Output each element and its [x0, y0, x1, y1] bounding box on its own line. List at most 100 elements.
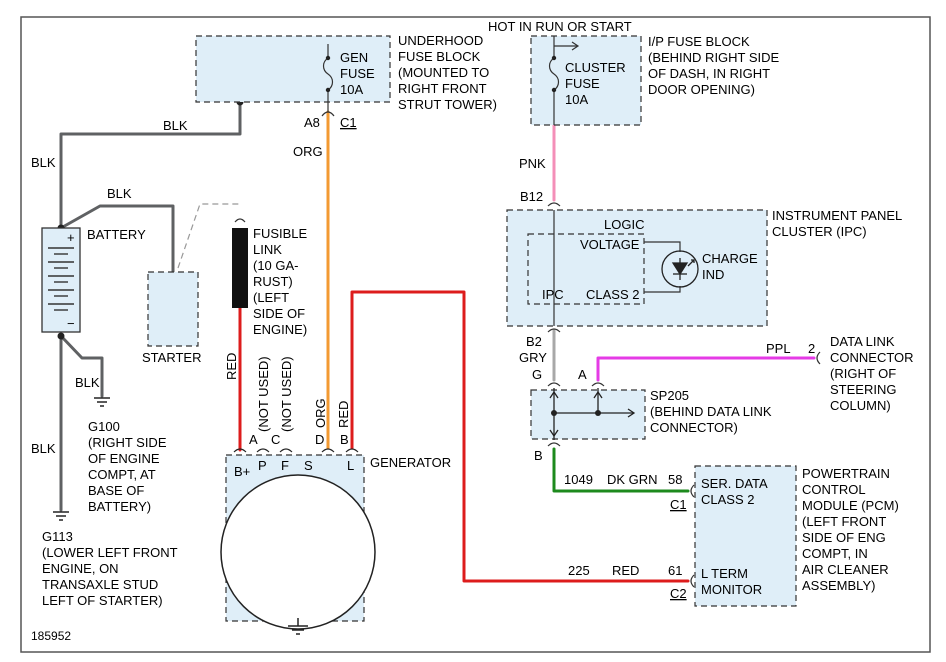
ipc-inner-module [527, 233, 645, 305]
gen-terminal-l: L [347, 458, 354, 473]
ipc-ipc-label: IPC [542, 287, 564, 302]
gen-terminal-p: P [258, 458, 267, 473]
conn-c1: C1 [340, 115, 357, 130]
splice-dot [595, 410, 601, 416]
ipc-desc-1: INSTRUMENT PANEL [772, 208, 902, 223]
connector-symbol [547, 442, 561, 447]
ip-fuse-desc-2: (BEHIND RIGHT SIDE [648, 50, 780, 65]
g100-label-3: OF ENGINE [88, 451, 160, 466]
gen-pin-d: D [315, 432, 324, 447]
battery-cells [48, 247, 74, 311]
gen-terminal-s: S [304, 458, 313, 473]
ip-fuse-desc-4: DOOR OPENING) [648, 82, 755, 97]
ip-fuse-block [530, 35, 642, 126]
gen-pin-a: A [249, 432, 258, 447]
gen-fuse-label-1: GEN [340, 50, 368, 65]
battery-label: BATTERY [87, 227, 146, 242]
cluster-fuse-label-2: FUSE [565, 76, 600, 91]
generator-label: GENERATOR [370, 455, 451, 470]
connector-symbol [234, 218, 246, 223]
charge-ind-led-icon [671, 258, 695, 280]
ip-feed-arrow [554, 41, 580, 51]
pcm-desc-5: SIDE OF ENG [802, 530, 886, 545]
g100-label-5: BASE OF [88, 483, 144, 498]
fuse-terminal [551, 55, 557, 61]
gen-pin-b: B [340, 432, 349, 447]
splice-dot [57, 332, 65, 340]
wire-label-blk: BLK [75, 375, 100, 390]
generator-body [220, 474, 376, 630]
pcm-pin-61: 61 [668, 563, 682, 578]
wire-label-red: RED [612, 563, 639, 578]
splice-dot [551, 410, 557, 416]
underhood-desc-2: FUSE BLOCK [398, 49, 481, 64]
wire-label-pnk: PNK [519, 156, 546, 171]
fusible-link-label-4: RUST) [253, 274, 293, 289]
fusible-link-label-2: LINK [253, 242, 282, 257]
wire-dkgrn-sp205-to-pcm [552, 447, 690, 493]
wire-red-gen-to-pcm [350, 290, 690, 583]
wire-label-org: ORG [293, 144, 323, 159]
wire-label-not-used-p: (NOT USED) [256, 356, 271, 432]
fusible-link-label-3: (10 GA- [253, 258, 299, 273]
hot-in-run-label: HOT IN RUN OR START [488, 19, 632, 34]
pin-a8: A8 [304, 115, 320, 130]
wire-label-blk: BLK [31, 155, 56, 170]
ground-symbol-g100 [94, 397, 110, 407]
wire-label-blk: BLK [31, 441, 56, 456]
wire-blk-battery-to-fuse [59, 100, 242, 230]
cluster-fuse-symbol [548, 36, 560, 125]
wire-label-dkgrn: DK GRN [607, 472, 658, 487]
pcm-module [694, 465, 797, 607]
dlc-desc-3: (RIGHT OF [830, 366, 896, 381]
fusible-link-label-1: FUSIBLE [253, 226, 308, 241]
fusible-link-label-5: (LEFT [253, 290, 289, 305]
pcm-lterm-2: MONITOR [701, 582, 762, 597]
wire-blk-battery-to-starter [59, 204, 175, 274]
g113-label-3: ENGINE, ON [42, 561, 119, 576]
gen-terminal-bplus: B+ [234, 464, 250, 479]
wire-label-gry: GRY [519, 350, 547, 365]
pcm-desc-6: COMPT, IN [802, 546, 868, 561]
gen-fuse-label-2: FUSE [340, 66, 375, 81]
starter [147, 271, 199, 347]
wire-label-org: ORG [313, 398, 328, 428]
connector-symbol [690, 484, 695, 588]
g100-label-6: BATTERY) [88, 499, 151, 514]
wire-label-1049: 1049 [564, 472, 593, 487]
pcm-desc-2: CONTROL [802, 482, 866, 497]
wire-label-red: RED [336, 401, 351, 428]
pcm-ser-data-1: SER. DATA [701, 476, 768, 491]
g113-label-1: G113 [42, 529, 73, 544]
sp205-name: SP205 [650, 388, 689, 403]
ip-fuse-desc-1: I/P FUSE BLOCK [648, 34, 750, 49]
dlc-desc-2: CONNECTOR [830, 350, 914, 365]
dlc-desc-4: STEERING [830, 382, 896, 397]
sp205-desc-1: (BEHIND DATA LINK [650, 404, 772, 419]
gen-terminal-f: F [281, 458, 289, 473]
g100-label-2: (RIGHT SIDE [88, 435, 167, 450]
cluster-fuse-label-1: CLUSTER [565, 60, 626, 75]
fuse-terminal [325, 55, 331, 61]
ipc-logic-label: LOGIC [604, 217, 644, 232]
pcm-pin-58: 58 [668, 472, 682, 487]
ipc-class2-label: CLASS 2 [586, 287, 639, 302]
underhood-desc-1: UNDERHOOD [398, 33, 483, 48]
wire-label-red: RED [224, 353, 239, 380]
pin-b2: B2 [526, 334, 542, 349]
wire-label-blk: BLK [163, 118, 188, 133]
cluster-fuse-label-3: 10A [565, 92, 588, 107]
pin-b12: B12 [520, 189, 543, 204]
g100-label-4: COMPT, AT [88, 467, 156, 482]
ipc-desc-2: CLUSTER (IPC) [772, 224, 867, 239]
ipc-voltage-label: VOLTAGE [580, 237, 640, 252]
dlc-pin: 2 [808, 341, 815, 356]
g113-label-4: TRANSAXLE STUD [42, 577, 158, 592]
battery-minus: − [67, 316, 75, 331]
underhood-fuse-block [195, 35, 391, 103]
connector-symbol [547, 202, 561, 207]
pcm-lterm-1: L TERM [701, 566, 748, 581]
underhood-desc-5: STRUT TOWER) [398, 97, 497, 112]
pcm-desc-7: AIR CLEANER [802, 562, 889, 577]
